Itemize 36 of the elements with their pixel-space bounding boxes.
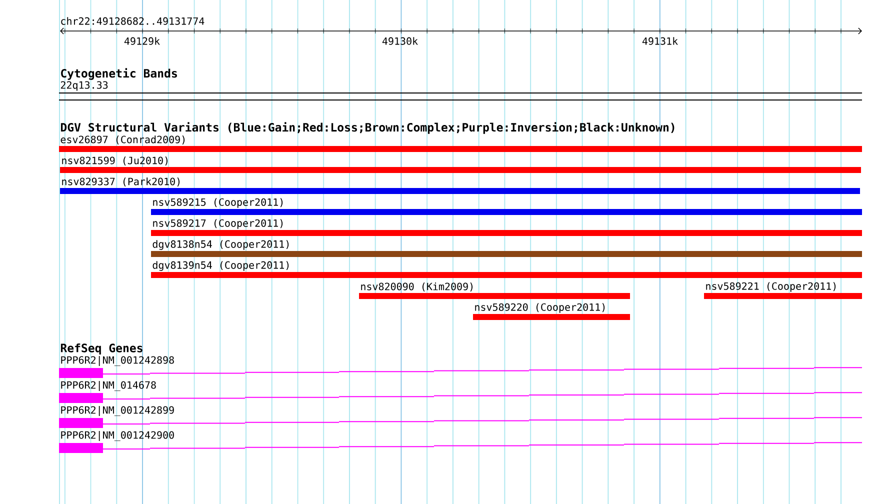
node-label: esv26897 (Conrad2009) <box>60 136 185 144</box>
variant-bar: nsv589220 (Cooper2011) <box>473 303 630 320</box>
node-label: PPP6R2|NM_001242900 <box>61 430 174 441</box>
variant-bar: nsv821599 (Ju2010) <box>60 156 861 173</box>
node-label: PPP6R2|NM_014678 <box>61 380 156 391</box>
node-label: dgv8138n54 (Cooper2011) <box>152 240 289 250</box>
tick-label: 49130k <box>382 37 418 45</box>
variant-bar: nsv820090 (Kim2009) <box>359 282 630 299</box>
node-label: nsv589215 (Cooper2011) <box>153 198 283 208</box>
variant-bar: esv26897 (Conrad2009) <box>59 136 862 152</box>
variant-bar: nsv589221 (Cooper2011) <box>704 282 862 299</box>
node-label: nsv589220 (Cooper2011) <box>475 303 605 313</box>
variant-bar: nsv589217 (Cooper2011) <box>151 219 862 236</box>
node-label: nsv820090 (Kim2009) <box>361 282 473 292</box>
gene-model: PPP6R2|NM_001242898 <box>59 356 862 378</box>
node-label: dgv8139n54 (Cooper2011) <box>152 261 289 271</box>
variant-bar: nsv829337 (Park2010) <box>60 178 860 194</box>
tick-label: 49131k <box>642 37 678 45</box>
track-title: DGV Structural Variants (Blue:Gain;Red:Loss;Brown:Complex;Purple:Inversion;Black:Unknown) <box>60 122 674 134</box>
track-title: RefSeq Genes <box>60 343 142 355</box>
location-label: chr22:49128682..49131774 <box>61 17 204 25</box>
variant-bar: dgv8139n54 (Cooper2011) <box>151 261 862 278</box>
track-title: Cytogenetic Bands <box>61 68 177 80</box>
gene-model: PPP6R2|NM_014678 <box>59 381 862 403</box>
variant-bar: nsv589215 (Cooper2011) <box>151 198 862 215</box>
tick-label: 49129k <box>124 37 160 45</box>
node-label: nsv589217 (Cooper2011) <box>153 219 283 229</box>
band-label: 22q13.33 <box>60 81 108 91</box>
node-label: PPP6R2|NM_001242899 <box>61 406 174 416</box>
node-label: nsv829337 (Park2010) <box>62 178 180 186</box>
gene-model: PPP6R2|NM_001242900 <box>59 431 862 453</box>
variant-bar: dgv8138n54 (Cooper2011) <box>151 240 862 257</box>
node-label: PPP6R2|NM_001242898 <box>61 356 174 366</box>
node-label: nsv589221 (Cooper2011) <box>706 282 836 292</box>
node-label: nsv821599 (Ju2010) <box>62 156 168 166</box>
gene-model: PPP6R2|NM_001242899 <box>59 406 862 428</box>
